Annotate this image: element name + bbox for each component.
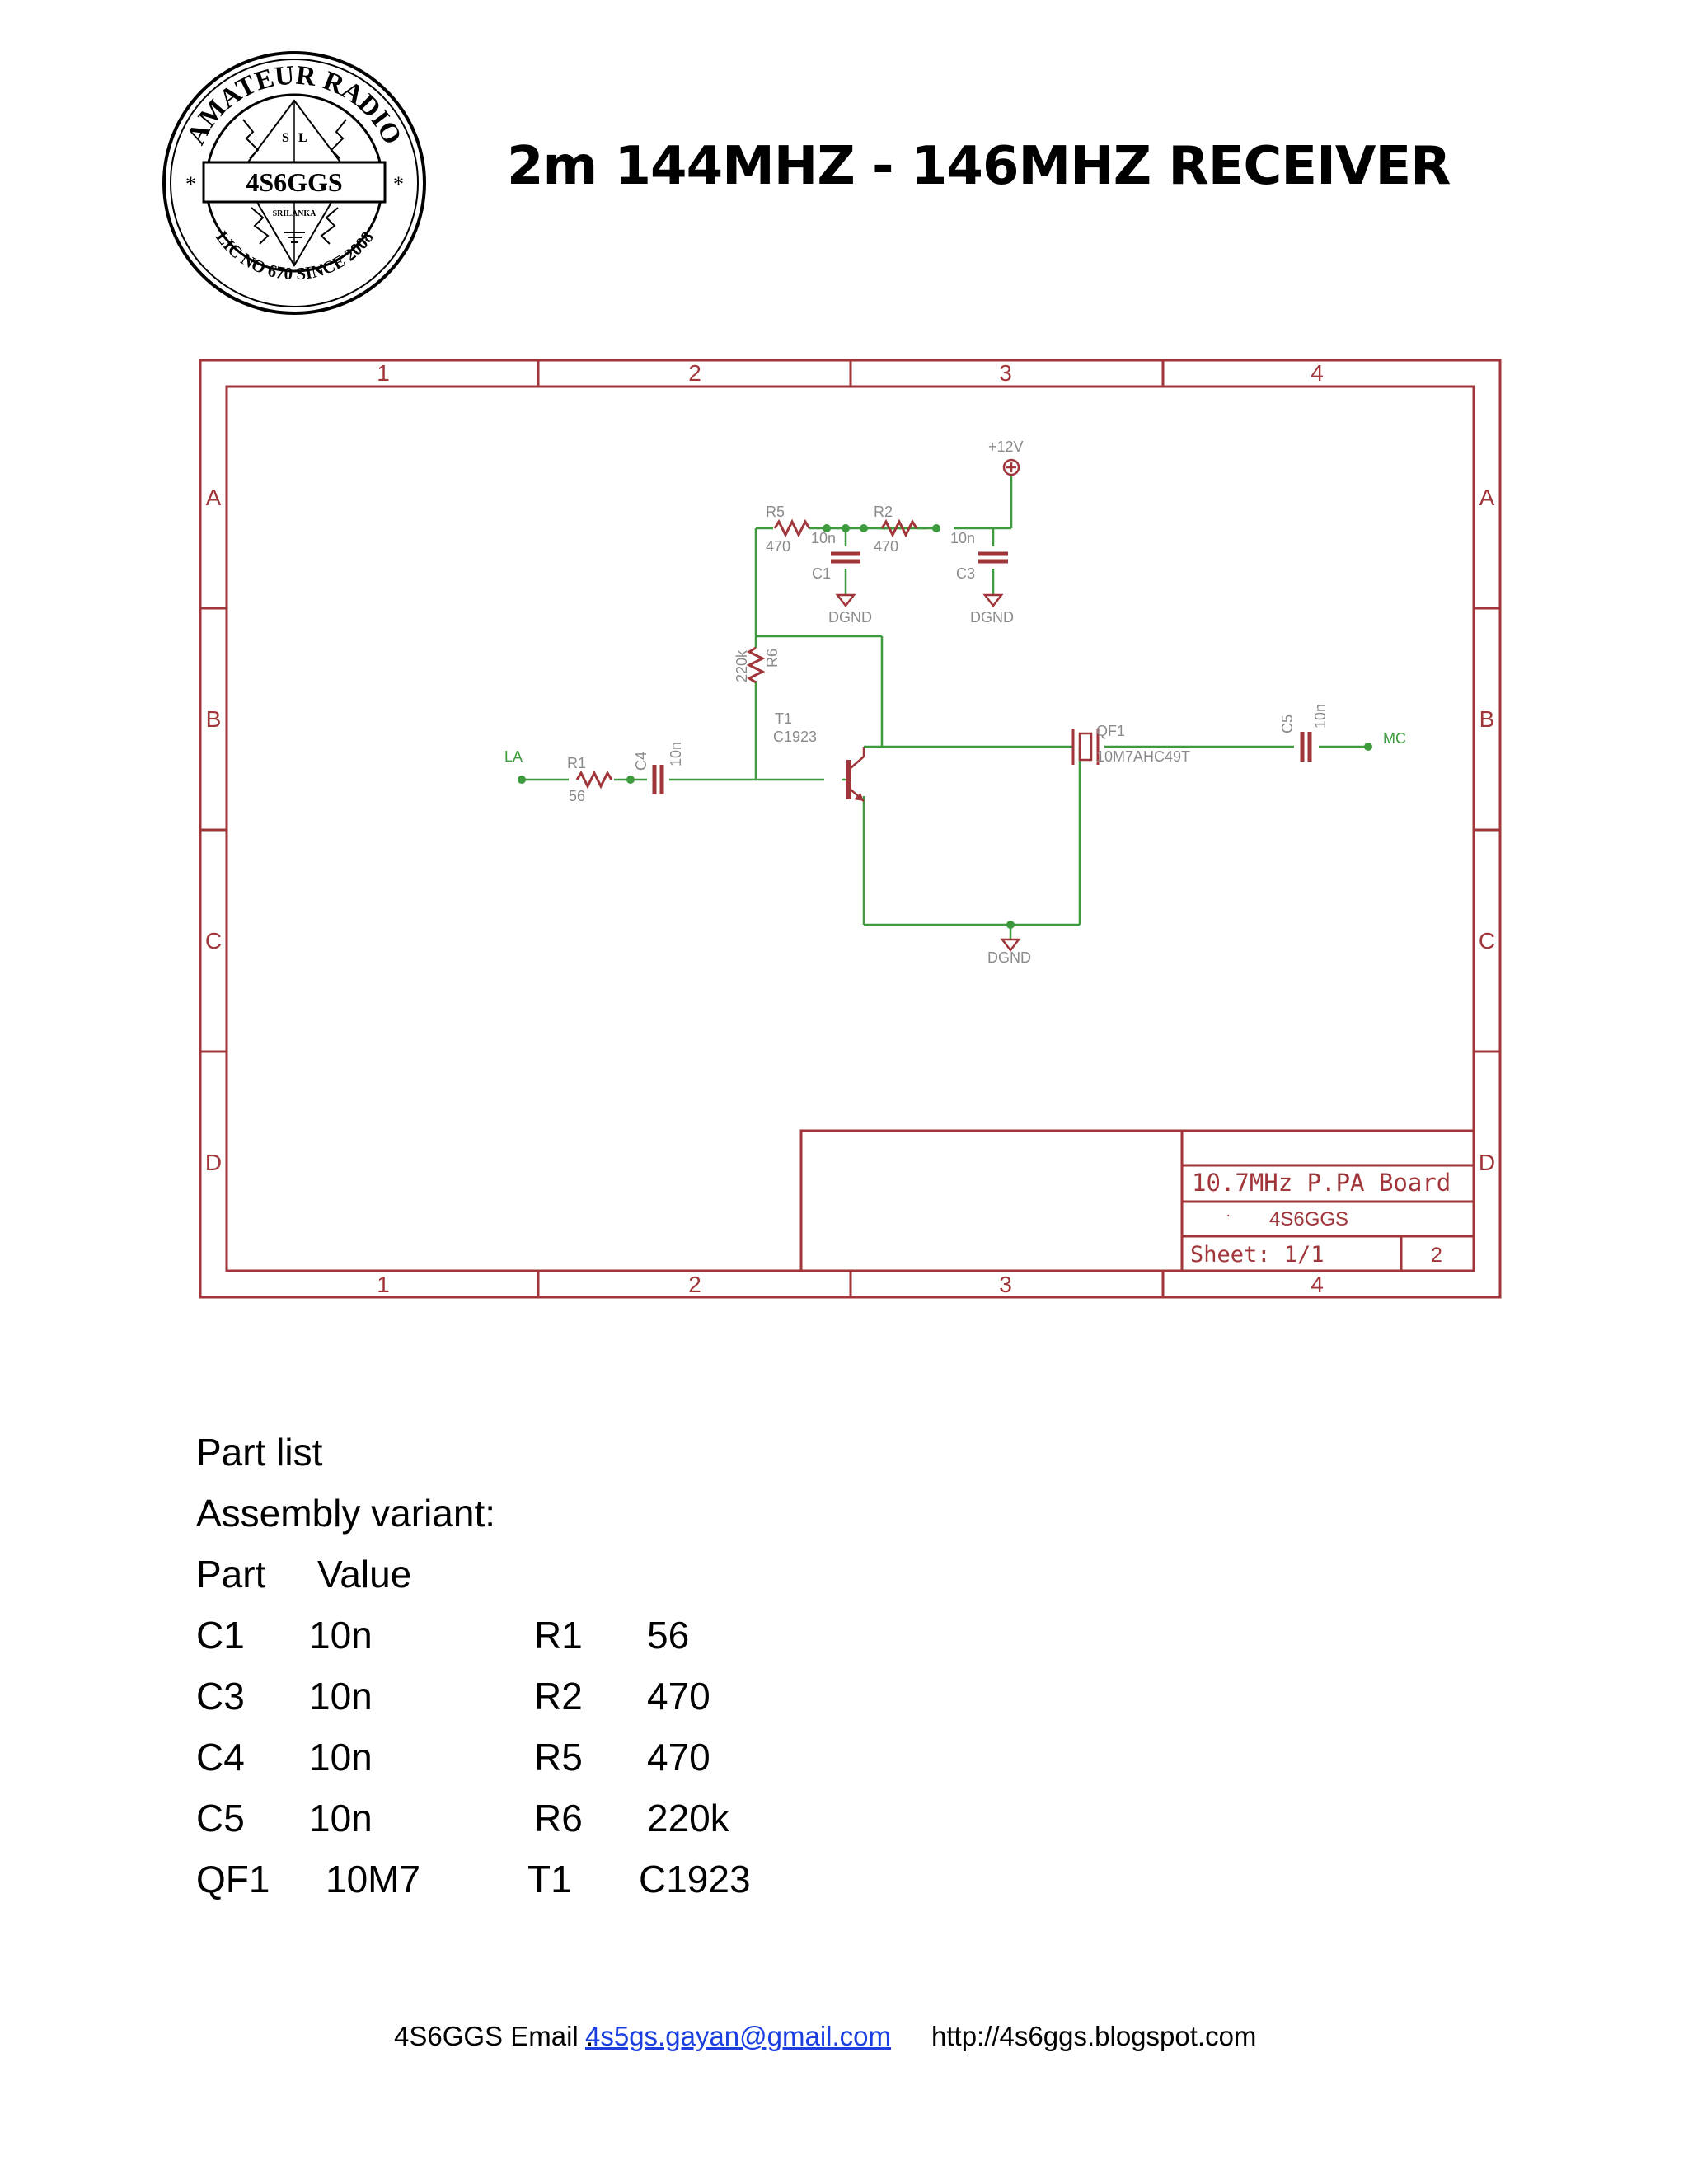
- capacitor-c5: [1300, 732, 1312, 762]
- ground-symbol-c3: [982, 593, 1004, 608]
- part-name: C3: [196, 1675, 245, 1718]
- net-label-output: MC: [1383, 730, 1406, 747]
- part-value: 470: [647, 1736, 710, 1779]
- part-value: 10n: [309, 1736, 373, 1779]
- label-c4-name: C4: [633, 752, 649, 771]
- label-r1-name: R1: [567, 755, 586, 771]
- part-name: R6: [534, 1797, 583, 1840]
- crystal-filter-qf1: [1071, 729, 1100, 765]
- frame-col-3-top: 3: [999, 360, 1012, 386]
- label-c1-name: C1: [812, 565, 831, 582]
- seal-country: SRILANKA: [273, 209, 317, 218]
- label-c1-value: 10n: [811, 530, 836, 546]
- part-value: 56: [647, 1614, 690, 1657]
- part-value: 220k: [647, 1797, 729, 1840]
- label-supply: +12V: [988, 438, 1024, 455]
- schematic-wires: [522, 475, 1368, 940]
- frame-col-2-top: 2: [688, 360, 701, 386]
- seal-star-right: *: [393, 172, 404, 196]
- label-qf1-name: QF1: [1096, 723, 1125, 739]
- part-name: C1: [196, 1614, 245, 1657]
- resistor-r1: [575, 770, 613, 790]
- frame-row-b-right: B: [1479, 706, 1495, 732]
- label-c3-value: 10n: [950, 530, 975, 546]
- junction-dots: [518, 524, 1372, 929]
- label-r1-value: 56: [569, 788, 585, 804]
- label-c5-name: C5: [1279, 715, 1296, 733]
- page-title: 2m 144MHZ - 146MHZ RECEIVER: [507, 136, 1451, 197]
- title-block-dot: ·: [1225, 1210, 1231, 1223]
- capacitor-c1: [831, 551, 860, 564]
- frame-row-a-left: A: [206, 485, 222, 510]
- label-ground-1: DGND: [828, 609, 872, 626]
- column-header-value: Value: [317, 1553, 412, 1596]
- resistor-r5: [773, 518, 811, 538]
- schematic-drawing: 1 2 3 4 1 2 3 4 A B C D A B C D: [199, 359, 1502, 1299]
- part-value: C1923: [639, 1858, 751, 1900]
- footer-label: 4S6GGS Email .: [394, 2021, 594, 2051]
- part-name: T1: [528, 1858, 572, 1900]
- seal-letter-l: L: [298, 131, 307, 145]
- net-label-input: LA: [504, 748, 523, 765]
- frame-col-2-bottom: 2: [688, 1272, 701, 1297]
- resistor-r2: [880, 518, 918, 538]
- resistor-r6: [746, 646, 766, 684]
- frame-col-4-bottom: 4: [1311, 1272, 1324, 1297]
- label-r2-value: 470: [874, 538, 898, 555]
- title-block-revision: 2: [1431, 1244, 1442, 1267]
- frame-row-d-left: D: [205, 1150, 222, 1175]
- label-c5-value: 10n: [1312, 704, 1329, 729]
- part-list-heading: Part list: [196, 1431, 323, 1474]
- seal-star-left: *: [185, 172, 196, 196]
- footer-email-link[interactable]: 4s5gs.gayan@gmail.com: [585, 2021, 892, 2051]
- frame-row-b-left: B: [206, 706, 222, 732]
- frame-col-4-top: 4: [1311, 360, 1324, 386]
- assembly-variant-label: Assembly variant:: [196, 1492, 496, 1535]
- part-name: R2: [534, 1675, 583, 1718]
- label-qf1-value: 10M7AHC49T: [1096, 748, 1190, 765]
- part-name: C5: [196, 1797, 245, 1840]
- title-block-board-name: 10.7MHz P.PA Board: [1192, 1169, 1451, 1197]
- part-value: 10n: [309, 1614, 373, 1657]
- part-name: C4: [196, 1736, 245, 1779]
- frame-col-1-bottom: 1: [377, 1272, 390, 1297]
- label-r6-name: R6: [764, 649, 781, 668]
- label-r5-value: 470: [766, 538, 790, 555]
- label-r5-name: R5: [766, 504, 785, 520]
- label-t1-name: T1: [775, 710, 792, 727]
- supply-plus-12v-symbol: [1002, 458, 1020, 476]
- part-name: R1: [534, 1614, 583, 1657]
- part-value: 470: [647, 1675, 710, 1718]
- part-name: QF1: [196, 1858, 270, 1900]
- label-ground-3: DGND: [987, 949, 1031, 966]
- part-value: 10M7: [326, 1858, 421, 1900]
- frame-row-d-right: D: [1479, 1150, 1495, 1175]
- part-value: 10n: [309, 1675, 373, 1718]
- title-block-sheet: Sheet: 1/1: [1190, 1242, 1325, 1268]
- column-header-part: Part: [196, 1553, 266, 1596]
- frame-col-3-bottom: 3: [999, 1272, 1012, 1297]
- ground-symbol-c1: [835, 593, 856, 608]
- seal-letter-s: S: [282, 131, 289, 145]
- ground-symbol-emitter: [1000, 938, 1021, 953]
- frame-row-c-right: C: [1479, 928, 1495, 954]
- label-r6-value: 220k: [734, 649, 750, 682]
- footer-blog-url: http://4s6ggs.blogspot.com: [931, 2021, 1257, 2051]
- frame-row-c-left: C: [205, 928, 222, 954]
- label-c4-value: 10n: [668, 742, 684, 766]
- label-r2-name: R2: [874, 504, 893, 520]
- seal-callsign: 4S6GGS: [246, 167, 342, 197]
- label-ground-2: DGND: [970, 609, 1014, 626]
- title-block-author: 4S6GGS: [1269, 1208, 1348, 1230]
- part-name: R5: [534, 1736, 583, 1779]
- frame-col-1-top: 1: [377, 360, 390, 386]
- frame-row-a-right: A: [1479, 485, 1495, 510]
- label-c3-name: C3: [956, 565, 975, 582]
- amateur-radio-seal-logo: AMATEUR RADIO LIC NO 670 SINCE 2008 * * …: [162, 51, 426, 315]
- transistor-t1: [846, 745, 882, 802]
- label-t1-value: C1923: [773, 729, 817, 745]
- part-value: 10n: [309, 1797, 373, 1840]
- capacitor-c3: [978, 551, 1008, 564]
- capacitor-c4: [652, 765, 664, 794]
